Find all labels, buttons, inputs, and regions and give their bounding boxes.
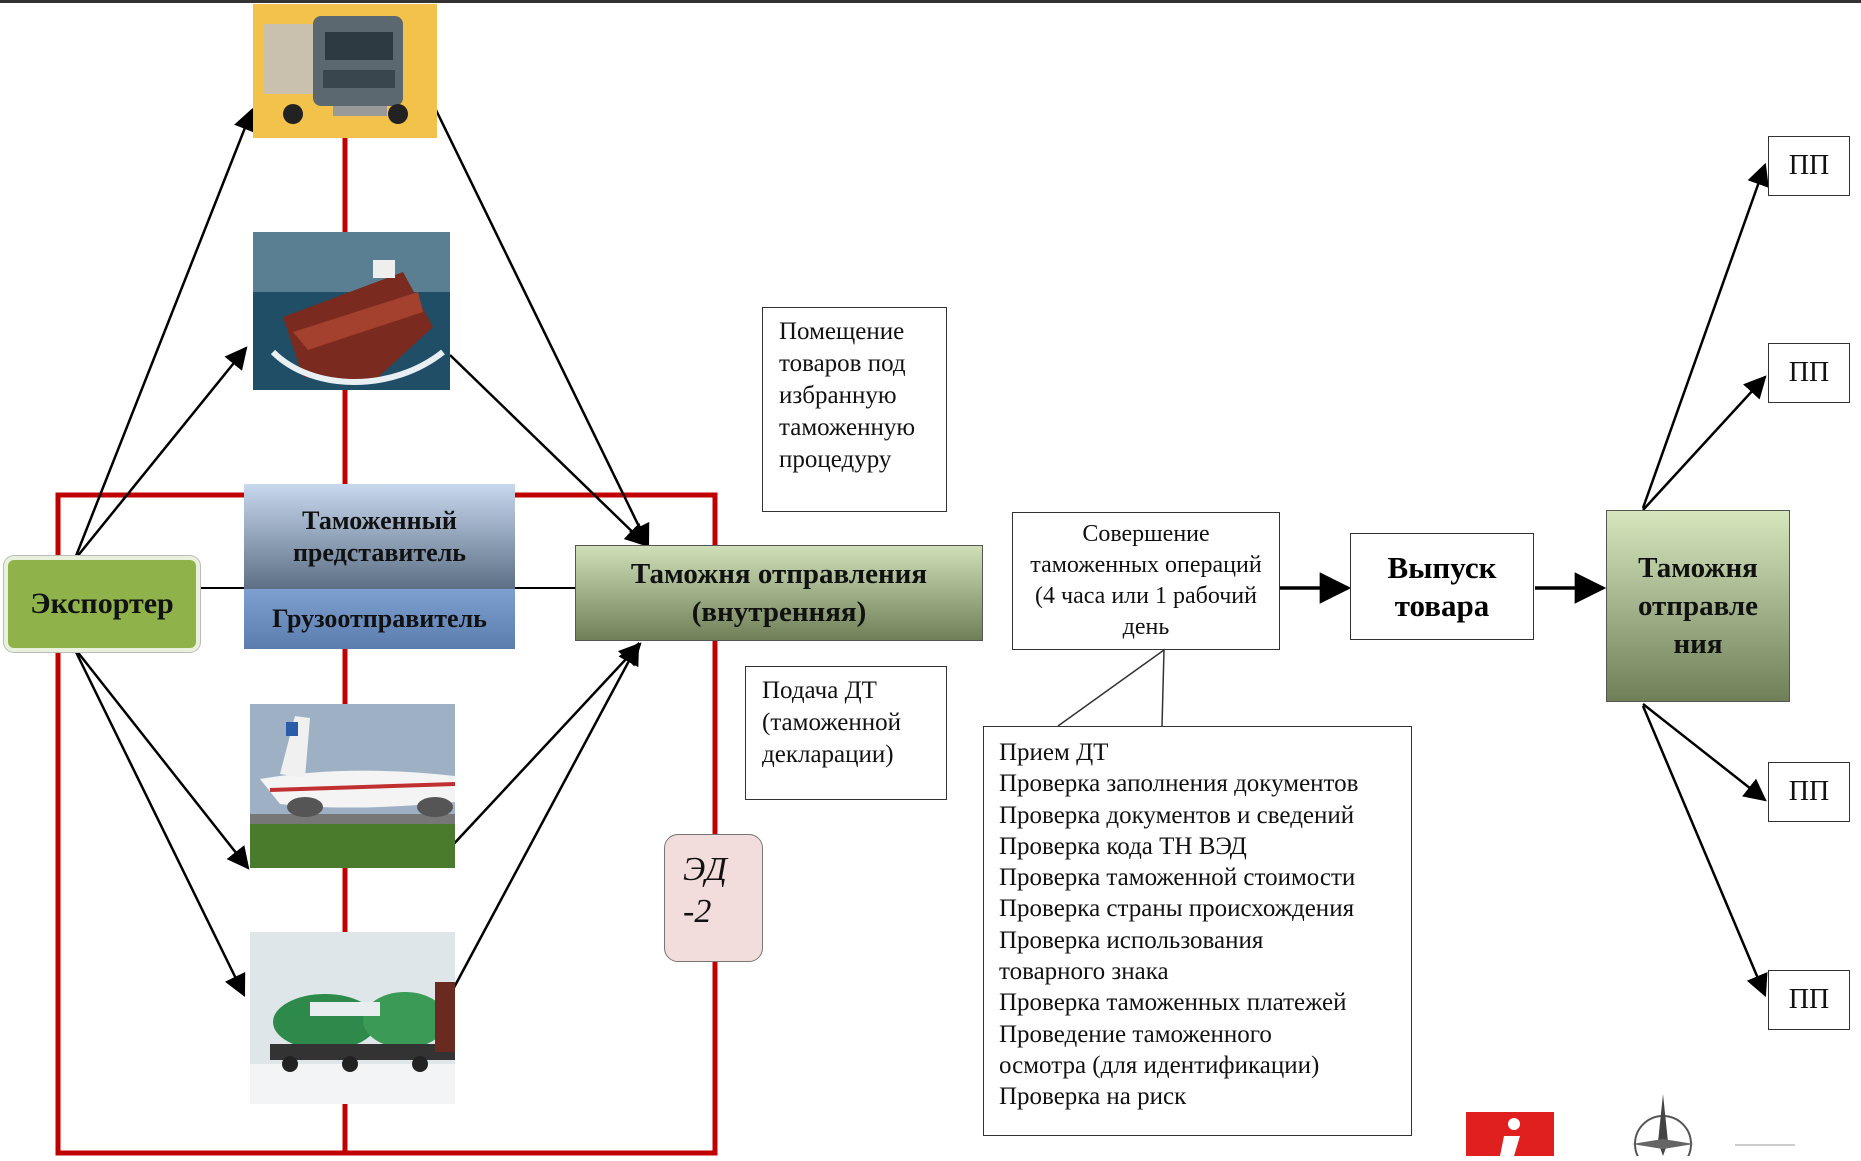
pp-box-3: ПП (1768, 762, 1850, 822)
ed2-box: ЭД -2 (664, 834, 763, 962)
pp-label: ПП (1788, 984, 1830, 1015)
check-item: Проверка кода ТН ВЭД (999, 832, 1247, 860)
placement-note-text: Помещение товаров под избранную таможенн… (779, 318, 915, 473)
shipper-box: Грузоотправитель (244, 589, 515, 649)
truck-image (253, 4, 437, 138)
customs-representative-box: Таможенный представитель (244, 484, 515, 589)
customs-representative-label: Таможенный представитель (292, 505, 467, 567)
pp-label: ПП (1788, 150, 1830, 181)
check-item: Проверка на риск (999, 1083, 1187, 1111)
placement-note: Помещение товаров под избранную таможенн… (762, 307, 947, 512)
compass-logo (1618, 1094, 1708, 1161)
shipper-label: Грузоотправитель (272, 604, 487, 633)
customs-departure-internal-box: Таможня отправления (внутренняя) (575, 545, 983, 641)
check-item: Проверка документов и сведений (999, 801, 1355, 829)
customs-departure-label: Таможня отправле ния (1637, 552, 1759, 660)
faint-logo-text (1735, 1144, 1795, 1156)
check-item: Проверка таможенной стоимости (999, 864, 1356, 892)
check-item: Проверка использования (999, 926, 1264, 954)
check-item: Проверка страны происхождения (999, 895, 1355, 923)
check-item: Проверка таможенных платежей (999, 989, 1347, 1017)
exporter-label: Экспортер (30, 587, 174, 620)
declaration-note: Подача ДТ (таможенной декларации) (745, 666, 947, 800)
airplane-image (250, 704, 456, 868)
pp-box-2: ПП (1768, 343, 1850, 403)
pp-box-1: ПП (1768, 136, 1850, 196)
pp-box-4: ПП (1768, 970, 1850, 1030)
release-box: Выпуск товара (1350, 533, 1534, 640)
pp-label: ПП (1788, 776, 1830, 807)
check-item: осмотра (для идентификации) (999, 1051, 1320, 1079)
customs-departure-box: Таможня отправле ния (1606, 510, 1790, 702)
check-item: Прием ДТ (999, 739, 1109, 766)
declaration-note-text: Подача ДТ (таможенной декларации) (762, 677, 902, 768)
check-item: Проверка заполнения документов (999, 770, 1359, 798)
operations-text: Совершение таможенных операций (4 часа и… (1030, 521, 1262, 640)
pp-label: ПП (1788, 357, 1830, 388)
ship-image (253, 232, 450, 390)
customs-departure-internal-label: Таможня отправления (внутренняя) (630, 558, 928, 628)
check-item: товарного знака (999, 958, 1169, 986)
ed2-label: ЭД -2 (683, 851, 727, 930)
info-logo (1466, 1112, 1554, 1156)
release-label: Выпуск товара (1387, 549, 1497, 623)
exporter-box: Экспортер (4, 556, 200, 652)
checks-callout: Прием ДТ Проверка заполнения документов … (983, 726, 1412, 1136)
operations-box: Совершение таможенных операций (4 часа и… (1012, 512, 1280, 650)
train-image (250, 932, 455, 1104)
check-item: Проведение таможенного (999, 1020, 1272, 1048)
